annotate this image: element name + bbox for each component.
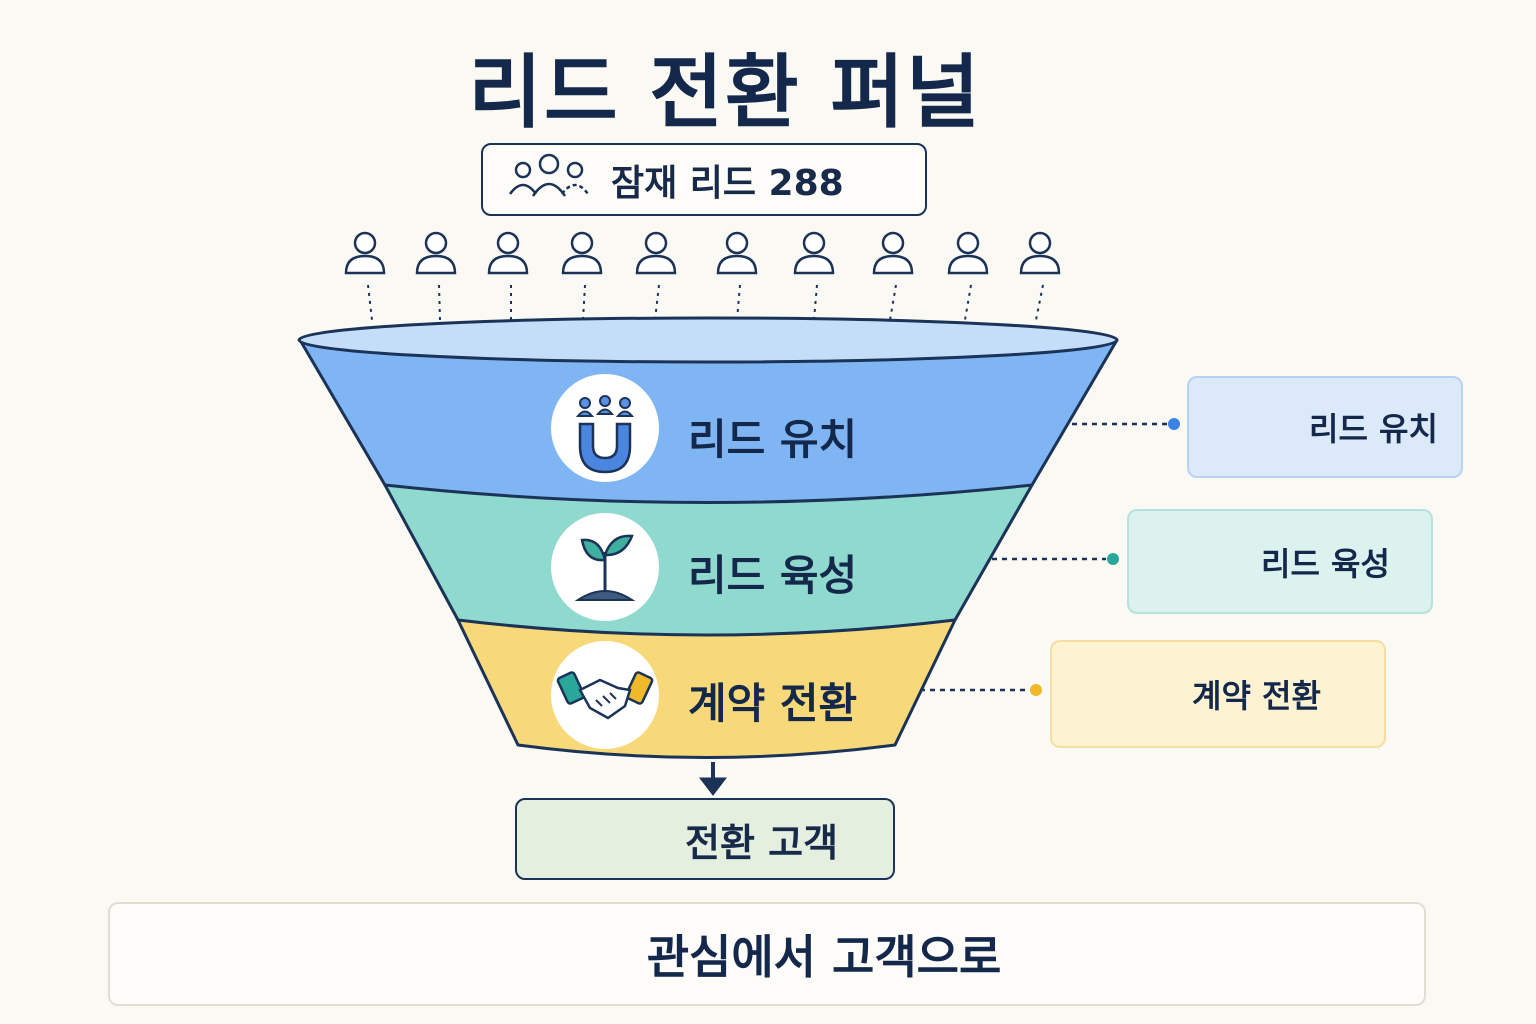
lead-person-icon [635,231,677,275]
lead-drop-line [1035,284,1044,321]
lead-drop-line [438,284,441,321]
page-title: 리드 전환 퍼널 [468,46,982,139]
funnel-rim [297,316,1119,364]
side-card-label-2: 리드 육성 [1261,544,1390,583]
lead-person-icon [716,231,758,275]
lead-person-icon [415,231,457,275]
footer-label: 관심에서 고객으로 [646,930,1002,984]
lead-drop-line [889,284,897,321]
funnel-stage-1 [298,338,1119,504]
lead-person-icon [793,231,835,275]
side-card-label-3: 계약 전환 [1192,677,1321,715]
lead-drop-line [582,284,586,321]
lead-person-icon [561,231,603,275]
lead-drop-line [813,284,818,321]
lead-person-icon [344,231,386,275]
stage-icon-magnet [551,374,659,482]
connector-dot-1 [1168,418,1180,430]
lead-drop-lines [367,284,1044,321]
side-card-convert: 계약 전환 [1050,640,1386,748]
stage-label-1: 리드 유치 [688,415,858,464]
footer-banner: 관심에서 고객으로 [108,902,1426,1006]
side-card-label-1: 리드 유치 [1309,410,1438,448]
lead-drop-line [736,284,741,321]
stage-icon-seedling [551,513,659,621]
lead-drop-line [964,284,972,321]
stage-label-3: 계약 전환 [688,679,858,728]
arrow-down-icon [698,762,728,796]
funnel-stage-2 [383,483,1034,637]
stage-label-2: 리드 육성 [688,551,858,600]
connector-dot-3 [1030,684,1042,696]
lead-person-icon [487,231,529,275]
converted-customers-box: 전환 고객 [515,798,895,880]
lead-drop-line [654,284,660,321]
people-group-icon [507,150,591,210]
potential-leads-label: 잠재 리드 288 [611,162,844,204]
converted-customers-label: 전환 고객 [685,820,839,865]
lead-person-icon [1019,231,1061,275]
side-card-attract: 리드 유치 [1187,376,1463,478]
side-card-nurture: 리드 육성 [1127,509,1433,614]
potential-leads-box: 잠재 리드 288 [481,143,927,216]
lead-person-icon [947,231,989,275]
stage-icon-handshake [551,641,659,749]
lead-people-row [344,231,1061,275]
lead-drop-line [367,284,373,321]
lead-person-icon [872,231,914,275]
connector-dot-2 [1107,553,1119,565]
